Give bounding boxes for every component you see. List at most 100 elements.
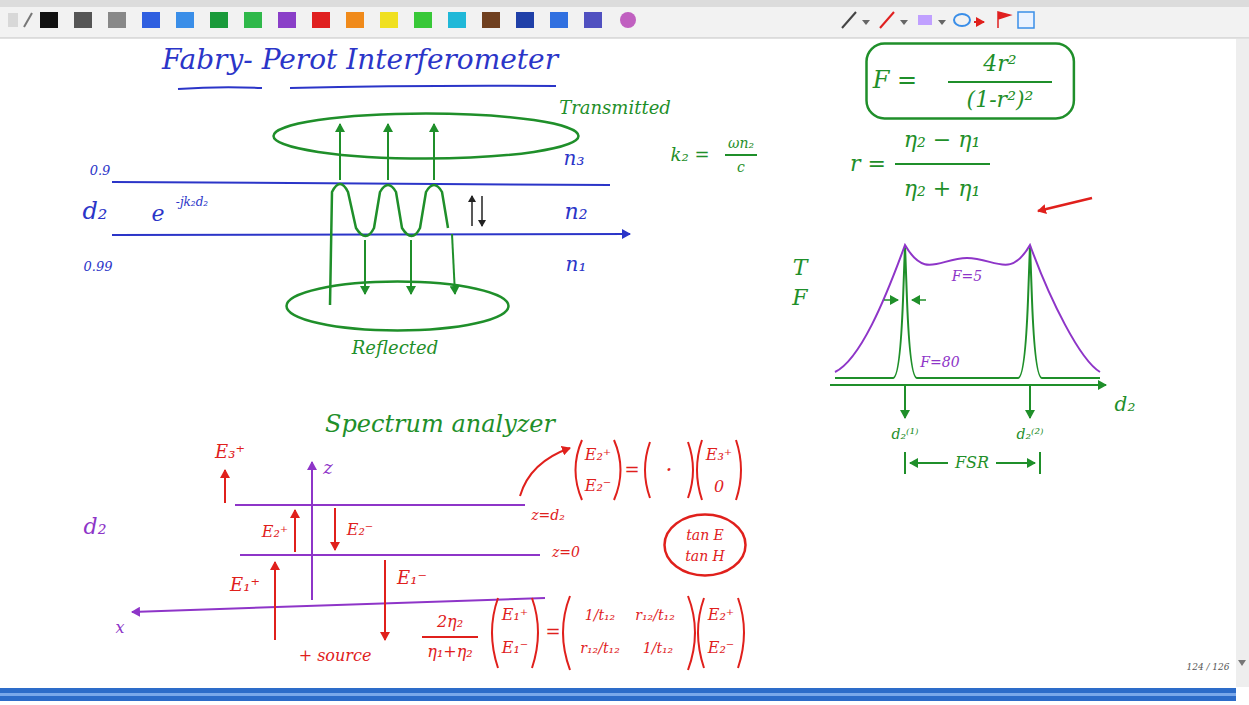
parenthesis — [614, 440, 621, 500]
pointer-arrow — [1038, 198, 1092, 211]
handwritten-label: E₂⁺ — [262, 523, 289, 541]
color-swatch — [40, 12, 58, 28]
small-arrow — [481, 196, 483, 226]
broad-transmission-curve — [835, 245, 1100, 372]
handwritten-label: E₂⁻ — [708, 639, 735, 657]
status-bar — [0, 688, 1236, 701]
handwritten-label: 1/t₁₂ — [585, 607, 615, 623]
handwritten-label: e — [151, 201, 164, 226]
handwritten-label: F=5 — [952, 268, 982, 284]
fraction-bar — [895, 163, 990, 165]
handwritten-label: d₂ — [84, 514, 107, 539]
color-swatch — [74, 12, 92, 28]
handwritten-label: 0.99 — [84, 260, 113, 275]
page-title: Fabry- Perot Interferometer — [162, 44, 558, 76]
field-arrow — [274, 562, 276, 640]
parenthesis — [532, 598, 538, 668]
handwritten-label: E₂⁻ — [347, 521, 374, 539]
color-swatch — [346, 12, 364, 28]
toolbar-icon — [8, 13, 18, 27]
interface-line — [112, 182, 610, 185]
handwritten-label: = — [624, 460, 639, 481]
handwritten-label: k₂ = — [671, 145, 710, 166]
scrollbar — [1236, 39, 1249, 687]
handwritten-label: d₂⁽²⁾ — [1016, 426, 1043, 442]
interface-line — [235, 504, 525, 506]
title-underline — [178, 87, 262, 89]
graph-axis — [830, 384, 1106, 386]
boundary-condition-circle: tan E tan H — [663, 513, 747, 577]
handwritten-label: η₂ + η₁ — [904, 176, 980, 201]
color-swatch — [108, 12, 126, 28]
handwritten-label: F — [792, 285, 807, 310]
node-text: tan E — [686, 527, 724, 543]
z-axis — [311, 462, 313, 600]
handwritten-label: r = — [850, 151, 886, 176]
color-swatch — [176, 12, 194, 28]
handwritten-label: · — [666, 457, 673, 482]
parenthesis — [688, 596, 695, 670]
handwritten-label: d₂ — [83, 198, 108, 226]
fraction-bar — [422, 636, 478, 638]
pointer-arrow — [520, 448, 570, 496]
color-swatch — [380, 12, 398, 28]
reflected-ellipse: Reflected — [285, 280, 510, 332]
color-swatch — [414, 12, 432, 28]
handwritten-label: = — [545, 622, 560, 643]
handwritten-label: r₁₂/t₁₂ — [635, 607, 674, 623]
handwritten-label: η₂ − η₁ — [904, 127, 980, 152]
handwritten-label: F=80 — [920, 354, 959, 370]
x-axis — [132, 598, 545, 612]
parenthesis — [738, 598, 744, 668]
fsr-arrow — [910, 462, 948, 464]
handwritten-label: d₂⁽¹⁾ — [891, 426, 918, 442]
fsr-arrow — [996, 462, 1035, 464]
field-arrow — [224, 470, 226, 503]
parenthesis — [563, 596, 570, 670]
parenthesis — [492, 598, 498, 668]
handwritten-label: η₁+η₂ — [427, 643, 472, 661]
pen-color-icon — [880, 12, 894, 28]
handwritten-label: Spectrum analyzer — [325, 411, 555, 439]
width-arrow — [884, 299, 898, 301]
node-outline-shape — [274, 114, 579, 159]
field-arrow — [334, 508, 336, 550]
transmitted-ray — [339, 124, 341, 180]
transmitted-ray — [433, 124, 435, 180]
node-text: 4r² — [983, 51, 1016, 76]
transmitted-ray — [387, 124, 389, 180]
dropdown-icon — [938, 20, 946, 25]
title-underline — [290, 86, 556, 88]
menu-bar — [0, 0, 1249, 7]
dropdown-icon — [862, 20, 870, 25]
node-outline — [663, 513, 747, 577]
finesse-formula-box: F =4r²(1-r²)² — [865, 42, 1075, 120]
handwritten-label: 124 / 126 — [1186, 662, 1229, 672]
handwritten-label: E₃⁺ — [706, 446, 733, 464]
handwritten-label: E₁⁻ — [502, 639, 529, 657]
transmitted-ellipse: Transmitted — [272, 112, 580, 160]
reflected-ray — [410, 240, 412, 294]
handwritten-label: -jk₂d₂ — [176, 196, 208, 210]
node-text: Transmitted — [559, 98, 671, 119]
handwritten-label: + source — [299, 647, 372, 665]
handwritten-label: FSR — [955, 454, 989, 472]
bouncing-ray — [330, 184, 448, 305]
fraction-bar — [725, 154, 757, 156]
parenthesis — [698, 598, 704, 668]
handwritten-label: ωn₂ — [728, 135, 754, 151]
color-swatch — [550, 12, 568, 28]
color-swatch — [448, 12, 466, 28]
color-swatch — [312, 12, 330, 28]
handwritten-label: 0.9 — [90, 164, 111, 179]
handwritten-label: T — [793, 255, 808, 280]
handwritten-label: E₁⁺ — [230, 575, 260, 596]
handwritten-label: E₃⁺ — [215, 442, 245, 463]
handwritten-label: E₂⁺ — [585, 446, 612, 464]
flag-icon — [998, 12, 1010, 28]
node-outline-shape — [665, 515, 746, 576]
node-text: tan H — [685, 548, 725, 564]
field-arrow — [294, 510, 296, 552]
parenthesis — [645, 442, 650, 498]
